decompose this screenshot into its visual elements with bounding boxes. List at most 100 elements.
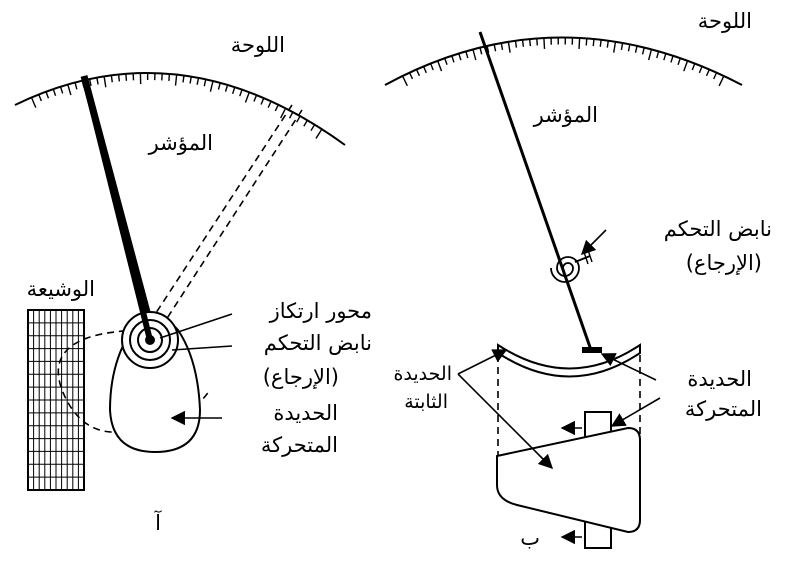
scale-tick (53, 89, 55, 96)
scale-tick (692, 64, 695, 71)
scale-tick (233, 87, 235, 94)
right-spring-label-1: نابض التحكم (664, 217, 772, 242)
right-moving-arrow-2 (612, 398, 660, 426)
scale-tick (678, 58, 680, 65)
scale-tick (410, 73, 413, 79)
right-pointer-label: المؤشر (533, 103, 598, 127)
scale-tick (671, 56, 673, 63)
scale-tick (431, 64, 434, 71)
right-moving-iron (497, 428, 640, 532)
scale-tick (311, 125, 315, 131)
scale-tick (579, 38, 580, 49)
right-moving-iron-label-2: المتحركة (685, 397, 762, 421)
scale-tick (452, 56, 454, 63)
left-moving-iron-label-1: الحديدة (273, 401, 338, 425)
scale-tick (290, 112, 293, 118)
scale-tick (621, 43, 622, 50)
scale-tick (586, 38, 587, 45)
scale-tick (268, 101, 271, 107)
scale-tick (254, 95, 257, 101)
scale-tick (614, 42, 616, 53)
scale-tick (197, 78, 198, 85)
scale-tick (515, 41, 516, 48)
scale-tick (466, 51, 468, 58)
scale-tick (508, 42, 510, 53)
scale-tick (600, 40, 601, 47)
scale-tick (183, 76, 184, 83)
right-moving-iron-label-1: الحديدة (687, 367, 752, 391)
scale-tick (204, 79, 205, 86)
scale-tick (537, 38, 538, 45)
scale-tick (210, 81, 213, 92)
left-moving-iron-label-2: المتحركة (261, 433, 338, 457)
left-panel: اللوحة المؤشر الوشيعة محور ارتكاز نابض ا… (15, 33, 372, 535)
scale-tick (657, 51, 659, 58)
scale-tick (424, 66, 427, 72)
scale-tick (473, 49, 476, 60)
scale-tick (445, 58, 447, 65)
scale-tick (75, 83, 77, 90)
scale-tick (628, 44, 629, 51)
scale-tick (459, 53, 461, 60)
scale-tick (544, 38, 545, 49)
left-coil-label: الوشيعة (27, 277, 95, 301)
left-pointer-label: المؤشر (148, 131, 213, 155)
scale-tick (707, 69, 710, 75)
right-panel-caption: ب (520, 526, 540, 550)
scale-tick (316, 129, 322, 138)
scale-tick (403, 76, 408, 86)
scale-tick (32, 98, 36, 108)
scale-tick (714, 73, 717, 79)
left-scale-label: اللوحة (231, 33, 285, 57)
scale-tick (530, 39, 531, 46)
scale-tick (240, 90, 242, 97)
scale-tick (297, 116, 300, 122)
scale-tick (684, 61, 688, 71)
left-scale-ticks (32, 73, 322, 138)
left-panel-caption: آ (154, 510, 162, 535)
right-fixed-iron-label-2: الثابتة (404, 391, 448, 413)
scale-tick (649, 49, 652, 60)
right-scale-label: اللوحة (698, 9, 752, 33)
scale-tick (176, 75, 177, 86)
right-fixed-iron-plate (498, 345, 640, 377)
scale-tick (190, 77, 191, 84)
scale-tick (97, 78, 98, 85)
scale-tick (501, 43, 502, 50)
left-pivot-label: محور ارتكاز (269, 299, 372, 323)
scale-tick (664, 53, 666, 60)
right-spring-label-2: (الإرجاع) (686, 251, 762, 275)
right-panel: اللوحة المؤشر نابض التحكم (الإرجاع) الحد… (385, 9, 772, 550)
right-spring-arrow (582, 230, 606, 254)
scale-tick (275, 105, 278, 111)
scale-tick (480, 48, 482, 55)
scale-tick (39, 95, 42, 102)
scale-tick (417, 69, 420, 75)
scale-tick (523, 40, 524, 47)
scale-tick (61, 87, 63, 94)
scale-tick (68, 85, 71, 96)
scale-tick (643, 48, 645, 55)
left-coil (28, 310, 84, 490)
left-spring-label-1: نابض التحكم (264, 331, 372, 356)
scale-tick (104, 76, 106, 87)
scale-tick (699, 66, 702, 72)
scale-tick (46, 92, 48, 99)
scale-tick (261, 98, 264, 104)
scale-tick (304, 120, 308, 126)
scale-tick (218, 83, 220, 90)
scale-tick (607, 41, 608, 48)
right-scale-ticks (403, 38, 724, 86)
scale-tick (126, 74, 127, 81)
scale-tick (119, 74, 120, 81)
scale-tick (226, 85, 228, 92)
scale-tick (636, 46, 638, 53)
scale-tick (719, 76, 724, 86)
right-pointer (480, 32, 591, 350)
scale-tick (494, 44, 495, 51)
right-fixed-iron-label-1: الحديدة (393, 363, 452, 385)
scale-tick (438, 61, 442, 71)
left-spring-label-2: (الإرجاع) (263, 365, 339, 389)
